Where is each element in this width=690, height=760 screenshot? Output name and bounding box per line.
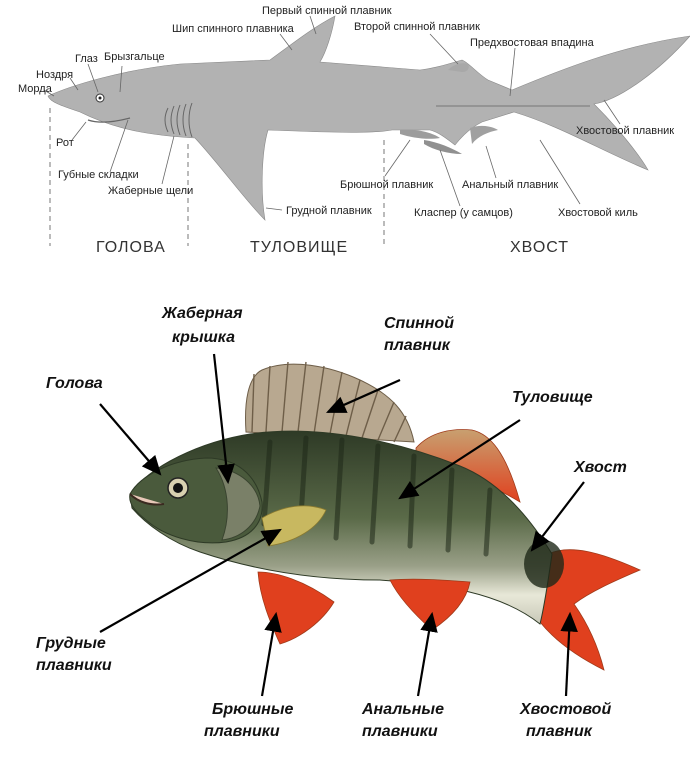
section-tail: ХВОСТ xyxy=(510,239,569,256)
label-labial-folds: Губные складки xyxy=(58,169,139,181)
label-pectoral-fin: Грудной плавник xyxy=(286,205,372,217)
shark-diagram: Морда Ноздря Глаз Брызгальце Шип спинног… xyxy=(0,0,690,262)
label-pelvic-1: Брюшные xyxy=(212,701,293,718)
label-pelvic-2: плавники xyxy=(204,723,280,740)
label-caudal-keel: Хвостовой киль xyxy=(558,207,638,219)
label-tail: Хвост xyxy=(573,459,627,476)
label-trunk: Туловище xyxy=(512,389,593,406)
label-gill-cover-1: Жаберная xyxy=(161,305,243,322)
section-trunk: ТУЛОВИЩЕ xyxy=(250,239,348,256)
label-first-dorsal: Первый спинной плавник xyxy=(262,5,392,17)
label-pectoral-1: Грудные xyxy=(36,635,106,652)
label-caudal-fin: Хвостовой плавник xyxy=(576,125,674,137)
perch-pelvic-fin xyxy=(258,572,334,644)
label-precaudal-pit: Предхвостовая впадина xyxy=(470,37,595,49)
perch-diagram: Голова Жаберная крышка Спинной плавник Т… xyxy=(0,262,690,760)
label-snout: Морда xyxy=(18,83,53,95)
shark-anal-fin xyxy=(470,126,498,144)
label-dorsal-1: Спинной xyxy=(384,315,454,332)
label-second-dorsal: Второй спинной плавник xyxy=(354,21,480,33)
label-head: Голова xyxy=(46,375,103,392)
label-gill-cover-2: крышка xyxy=(172,329,235,346)
label-nostril: Ноздря xyxy=(36,69,73,81)
label-anal-fin: Анальный плавник xyxy=(462,179,558,191)
label-caudal-1: Хвостовой xyxy=(519,701,611,718)
label-spiracle: Брызгальце xyxy=(104,51,165,63)
label-gill-slits: Жаберные щели xyxy=(108,185,193,197)
label-eye: Глаз xyxy=(75,53,98,65)
label-pelvic-fin: Брюшной плавник xyxy=(340,179,433,191)
label-dorsal-spine: Шип спинного плавника xyxy=(172,23,295,35)
label-anal-1: Анальные xyxy=(361,701,444,718)
perch-dorsal-fin xyxy=(246,364,414,442)
label-clasper: Клаcпер (у самцов) xyxy=(414,207,513,219)
label-anal-2: плавники xyxy=(362,723,438,740)
label-mouth: Рот xyxy=(56,137,74,149)
label-caudal-2: плавник xyxy=(526,723,593,740)
label-pectoral-2: плавники xyxy=(36,657,112,674)
section-head: ГОЛОВА xyxy=(96,239,166,256)
label-dorsal-2: плавник xyxy=(384,337,451,354)
